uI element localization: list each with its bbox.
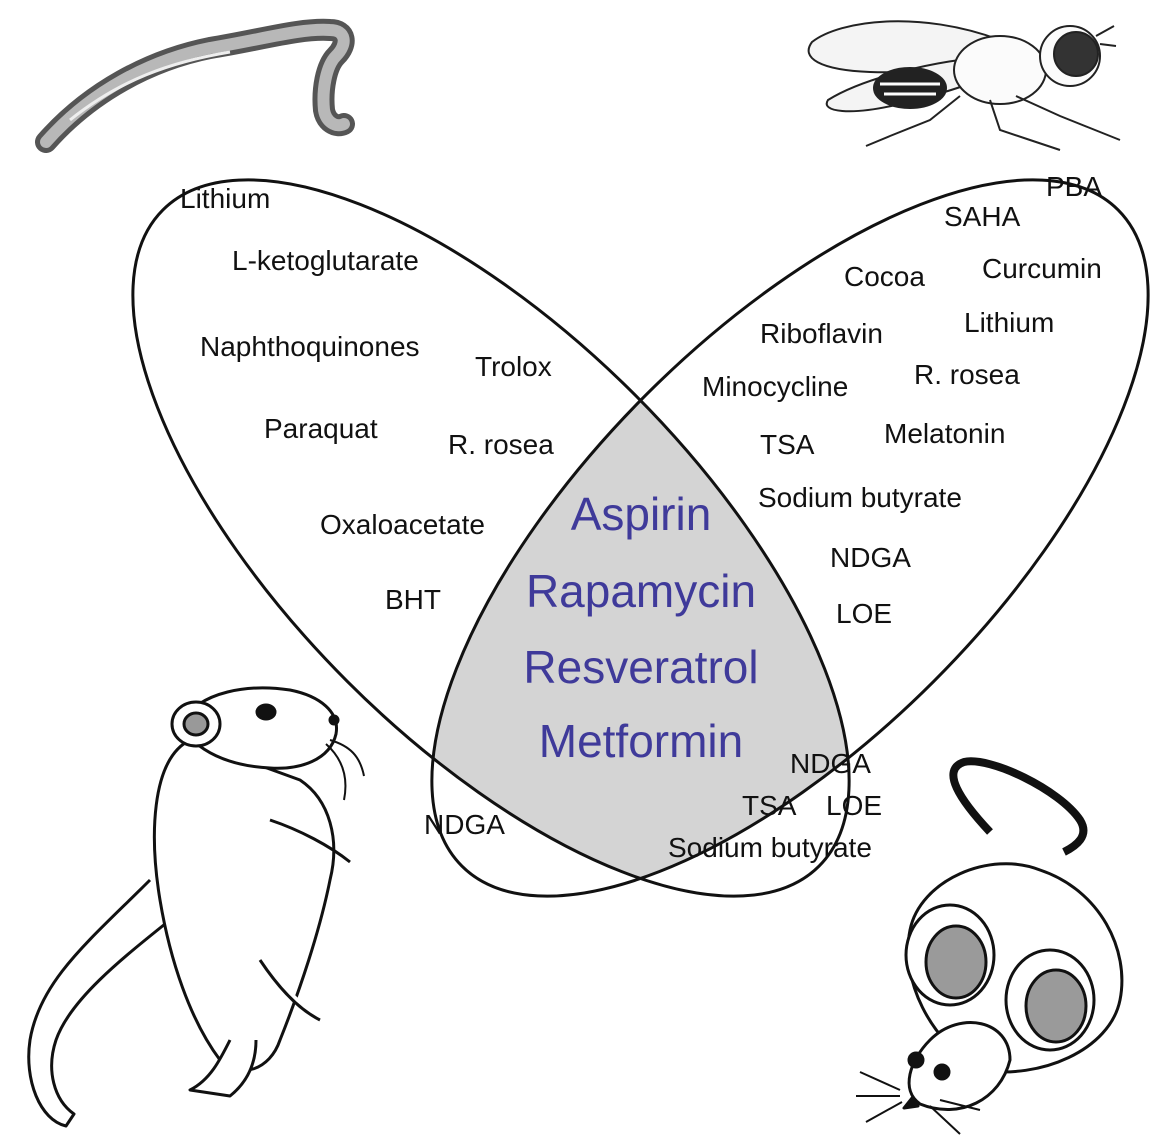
worm-label-7: Oxaloacetate — [320, 509, 485, 540]
center-label-4: Metformin — [539, 715, 743, 767]
worm-label-6: R. rosea — [448, 429, 554, 460]
fly-label-3: Cocoa — [844, 261, 925, 292]
mouse-label-4: Sodium butyrate — [668, 832, 872, 863]
fly-label-8: R. rosea — [914, 359, 1020, 390]
fly-label-9: TSA — [760, 429, 815, 460]
fruit-fly-illustration-icon — [807, 20, 1121, 151]
mouse-label-3: LOE — [826, 790, 882, 821]
worm-label-4: Trolox — [475, 351, 552, 382]
fly-label-13: LOE — [836, 598, 892, 629]
worm-label-2: L-ketoglutarate — [232, 245, 419, 276]
fly-label-4: Curcumin — [982, 253, 1102, 284]
rat-illustration-icon — [27, 686, 365, 1128]
worm-label-8: BHT — [385, 584, 441, 615]
nematode-worm-illustration-icon — [35, 18, 355, 153]
fly-label-1: PBA — [1046, 171, 1102, 202]
center-label-3: Resveratrol — [523, 641, 758, 693]
fly-label-12: NDGA — [830, 542, 911, 573]
fly-label-10: Melatonin — [884, 418, 1005, 449]
center-label-1: Aspirin — [571, 488, 712, 540]
rat-label-1: NDGA — [424, 809, 505, 840]
fly-label-2: SAHA — [944, 201, 1021, 232]
worm-label-1: Lithium — [180, 183, 270, 214]
mouse-illustration-icon — [856, 757, 1124, 1135]
worm-label-3: Naphthoquinones — [200, 331, 420, 362]
mouse-label-2: TSA — [742, 790, 797, 821]
fly-label-11: Sodium butyrate — [758, 482, 962, 513]
worm-label-5: Paraquat — [264, 413, 378, 444]
center-label-2: Rapamycin — [526, 565, 756, 617]
fly-set-ellipse — [430, 178, 1150, 898]
mouse-label-1: NDGA — [790, 748, 871, 779]
worm-set-ellipse — [131, 178, 851, 898]
fly-label-5: Riboflavin — [760, 318, 883, 349]
fly-label-7: Minocycline — [702, 371, 848, 402]
fly-label-6: Lithium — [964, 307, 1054, 338]
